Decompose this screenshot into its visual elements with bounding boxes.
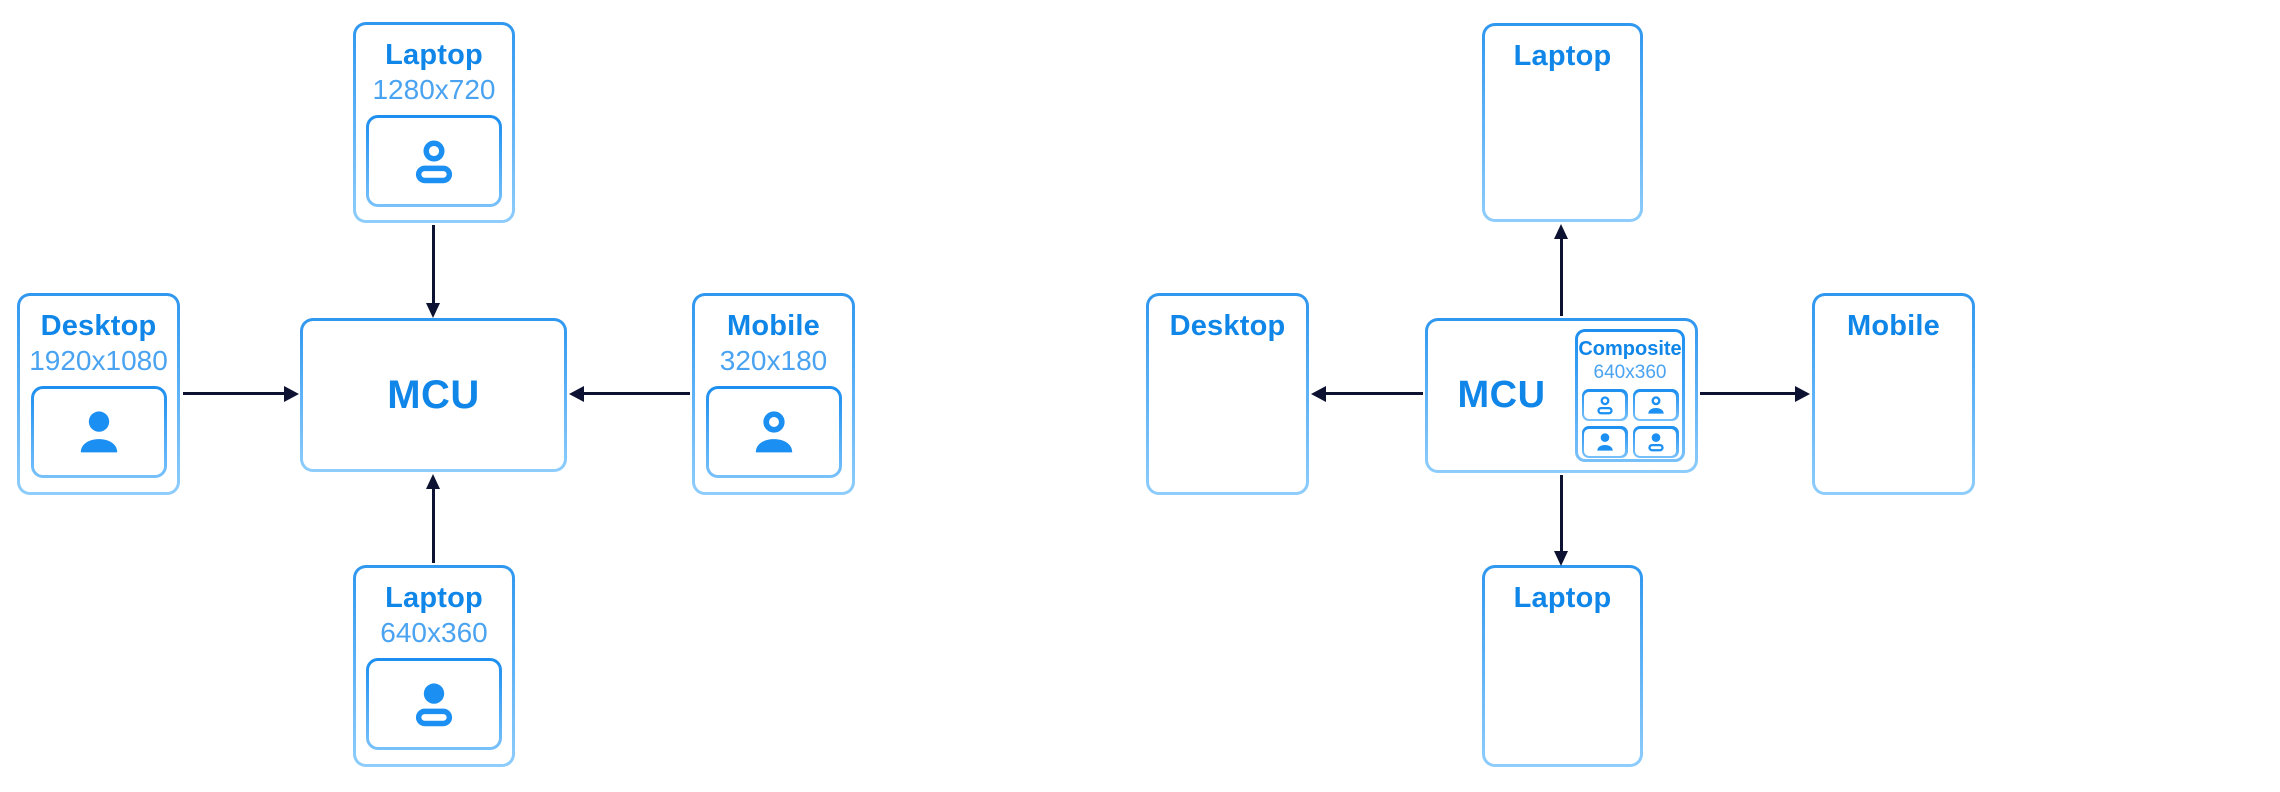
video-tile — [705, 386, 842, 478]
composite-tile — [1581, 389, 1628, 421]
device-resolution: 1920x1080 — [29, 345, 168, 376]
device-node-mobile-out: Mobile — [1812, 293, 1975, 495]
device-title: Laptop — [1513, 40, 1612, 72]
composite-grid — [1578, 389, 1682, 458]
device-node-desktop-out: Desktop — [1146, 293, 1309, 495]
person-ring-head-filled-body-icon — [755, 411, 792, 453]
device-title: Laptop — [1513, 582, 1612, 614]
composite-box: Composite 640x360 — [1575, 329, 1685, 462]
mcu-node-left: MCU — [300, 318, 567, 472]
device-resolution: 640x360 — [380, 617, 488, 648]
composite-resolution: 640x360 — [1593, 362, 1667, 383]
person-filled-head-outline-body-icon — [415, 683, 453, 727]
mcu-label: MCU — [387, 372, 480, 417]
device-title: Laptop — [385, 39, 483, 71]
person-filled-head-outline-body-icon — [1647, 433, 1664, 452]
device-resolution: 320x180 — [719, 345, 828, 376]
composite-tile — [1581, 426, 1628, 458]
video-tile — [366, 115, 502, 207]
device-node-laptop-bottom-out: Laptop — [1482, 565, 1643, 767]
person-outline-icon — [415, 140, 453, 184]
device-title: Desktop — [40, 310, 157, 342]
mcu-node-right: MCU Composite 640x360 — [1425, 318, 1698, 473]
device-node-laptop-top-out: Laptop — [1482, 23, 1643, 222]
device-node-desktop: Desktop 1920x1080 — [17, 293, 180, 495]
composite-tile — [1632, 389, 1679, 421]
device-title: Mobile — [1846, 310, 1941, 342]
device-node-mobile: Mobile 320x180 — [692, 293, 855, 495]
device-node-laptop-bottom: Laptop 640x360 — [353, 565, 515, 767]
person-ring-head-filled-body-icon — [1647, 396, 1664, 414]
person-outline-icon — [1596, 396, 1613, 415]
composite-tile — [1632, 426, 1679, 458]
device-title: Desktop — [1169, 310, 1286, 342]
device-title: Mobile — [726, 310, 821, 342]
video-tile — [366, 658, 502, 750]
video-tile — [30, 386, 167, 478]
device-node-laptop-top: Laptop 1280x720 — [353, 22, 515, 223]
person-filled-icon — [1596, 433, 1613, 451]
mcu-label: MCU — [1457, 374, 1546, 416]
composite-title: Composite — [1578, 338, 1682, 360]
person-filled-icon — [80, 411, 117, 453]
device-title: Laptop — [385, 582, 483, 614]
device-resolution: 1280x720 — [372, 74, 496, 105]
